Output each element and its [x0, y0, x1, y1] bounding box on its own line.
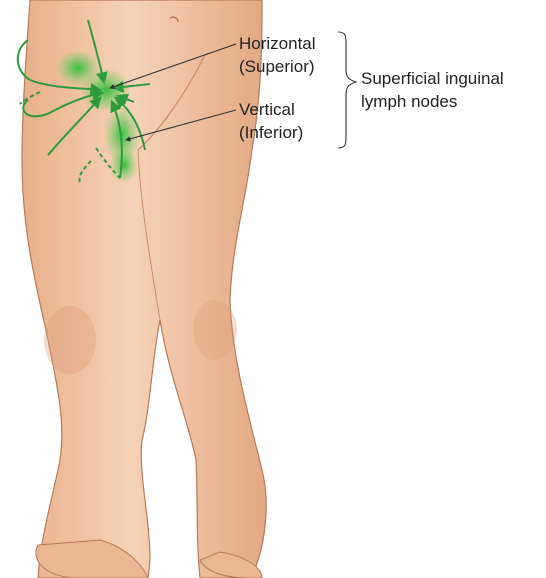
label-group-line1: Superficial inguinal: [361, 68, 504, 89]
label-horizontal-sub: (Superior): [239, 56, 315, 77]
group-bracket: [338, 32, 356, 148]
label-group-line2: lymph nodes: [361, 91, 457, 112]
label-vertical: Vertical: [239, 99, 295, 120]
label-horizontal: Horizontal: [239, 33, 316, 54]
label-vertical-sub: (Inferior): [239, 122, 303, 143]
